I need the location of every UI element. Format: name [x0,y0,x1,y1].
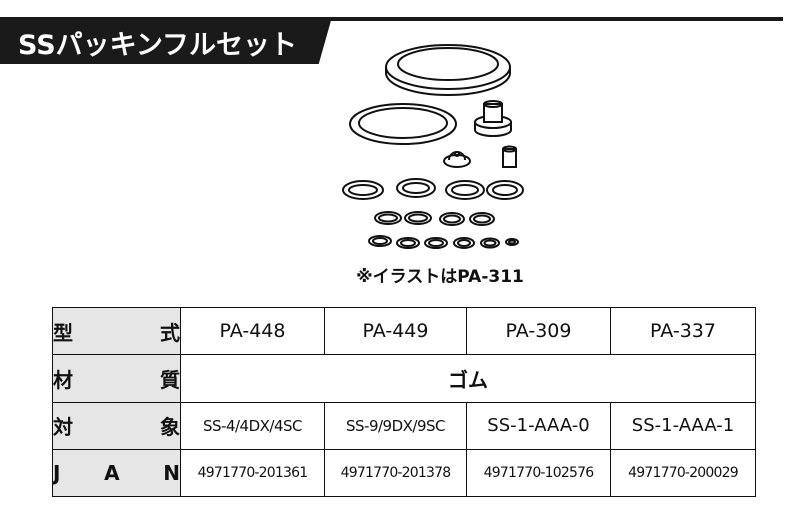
row-header-target: 対 象 [52,401,181,450]
title-banner: SSパッキンフルセット [0,17,332,64]
model-cell: PA-309 [466,306,611,356]
target-cell: SS-4/4DX/4SC [180,401,325,450]
target-cell: SS-1-AAA-1 [610,401,756,450]
title-rule [300,17,783,21]
model-cell: PA-337 [610,306,756,356]
material-cell: ゴム [180,354,756,403]
table-row-target: 対 象 SS-4/4DX/4SC SS-9/9DX/9SC SS-1-AAA-0… [52,401,756,450]
table-row-jan: J A N 4971770-201361 4971770-201378 4971… [52,448,756,498]
row-header-model: 型 式 [52,306,181,356]
model-cell: PA-448 [180,306,325,356]
illustration-caption: ※イラストはPA-311 [356,267,524,287]
packing-set-illustration [342,44,524,249]
row-header-material: 材 質 [52,354,181,403]
target-cell: SS-9/9DX/9SC [324,401,467,450]
row-header-jan: J A N [52,448,181,498]
jan-cell: 4971770-102576 [466,448,611,498]
spec-table: 型 式 PA-448 PA-449 PA-309 PA-337 材 質 ゴム 対… [52,306,756,498]
model-cell: PA-449 [324,306,467,356]
page-title: SSパッキンフルセット [18,30,298,61]
jan-cell: 4971770-201361 [180,448,325,498]
target-cell: SS-1-AAA-0 [466,401,611,450]
jan-cell: 4971770-200029 [610,448,756,498]
table-row-model: 型 式 PA-448 PA-449 PA-309 PA-337 [52,306,756,356]
table-row-material: 材 質 ゴム [52,354,756,403]
jan-cell: 4971770-201378 [324,448,467,498]
